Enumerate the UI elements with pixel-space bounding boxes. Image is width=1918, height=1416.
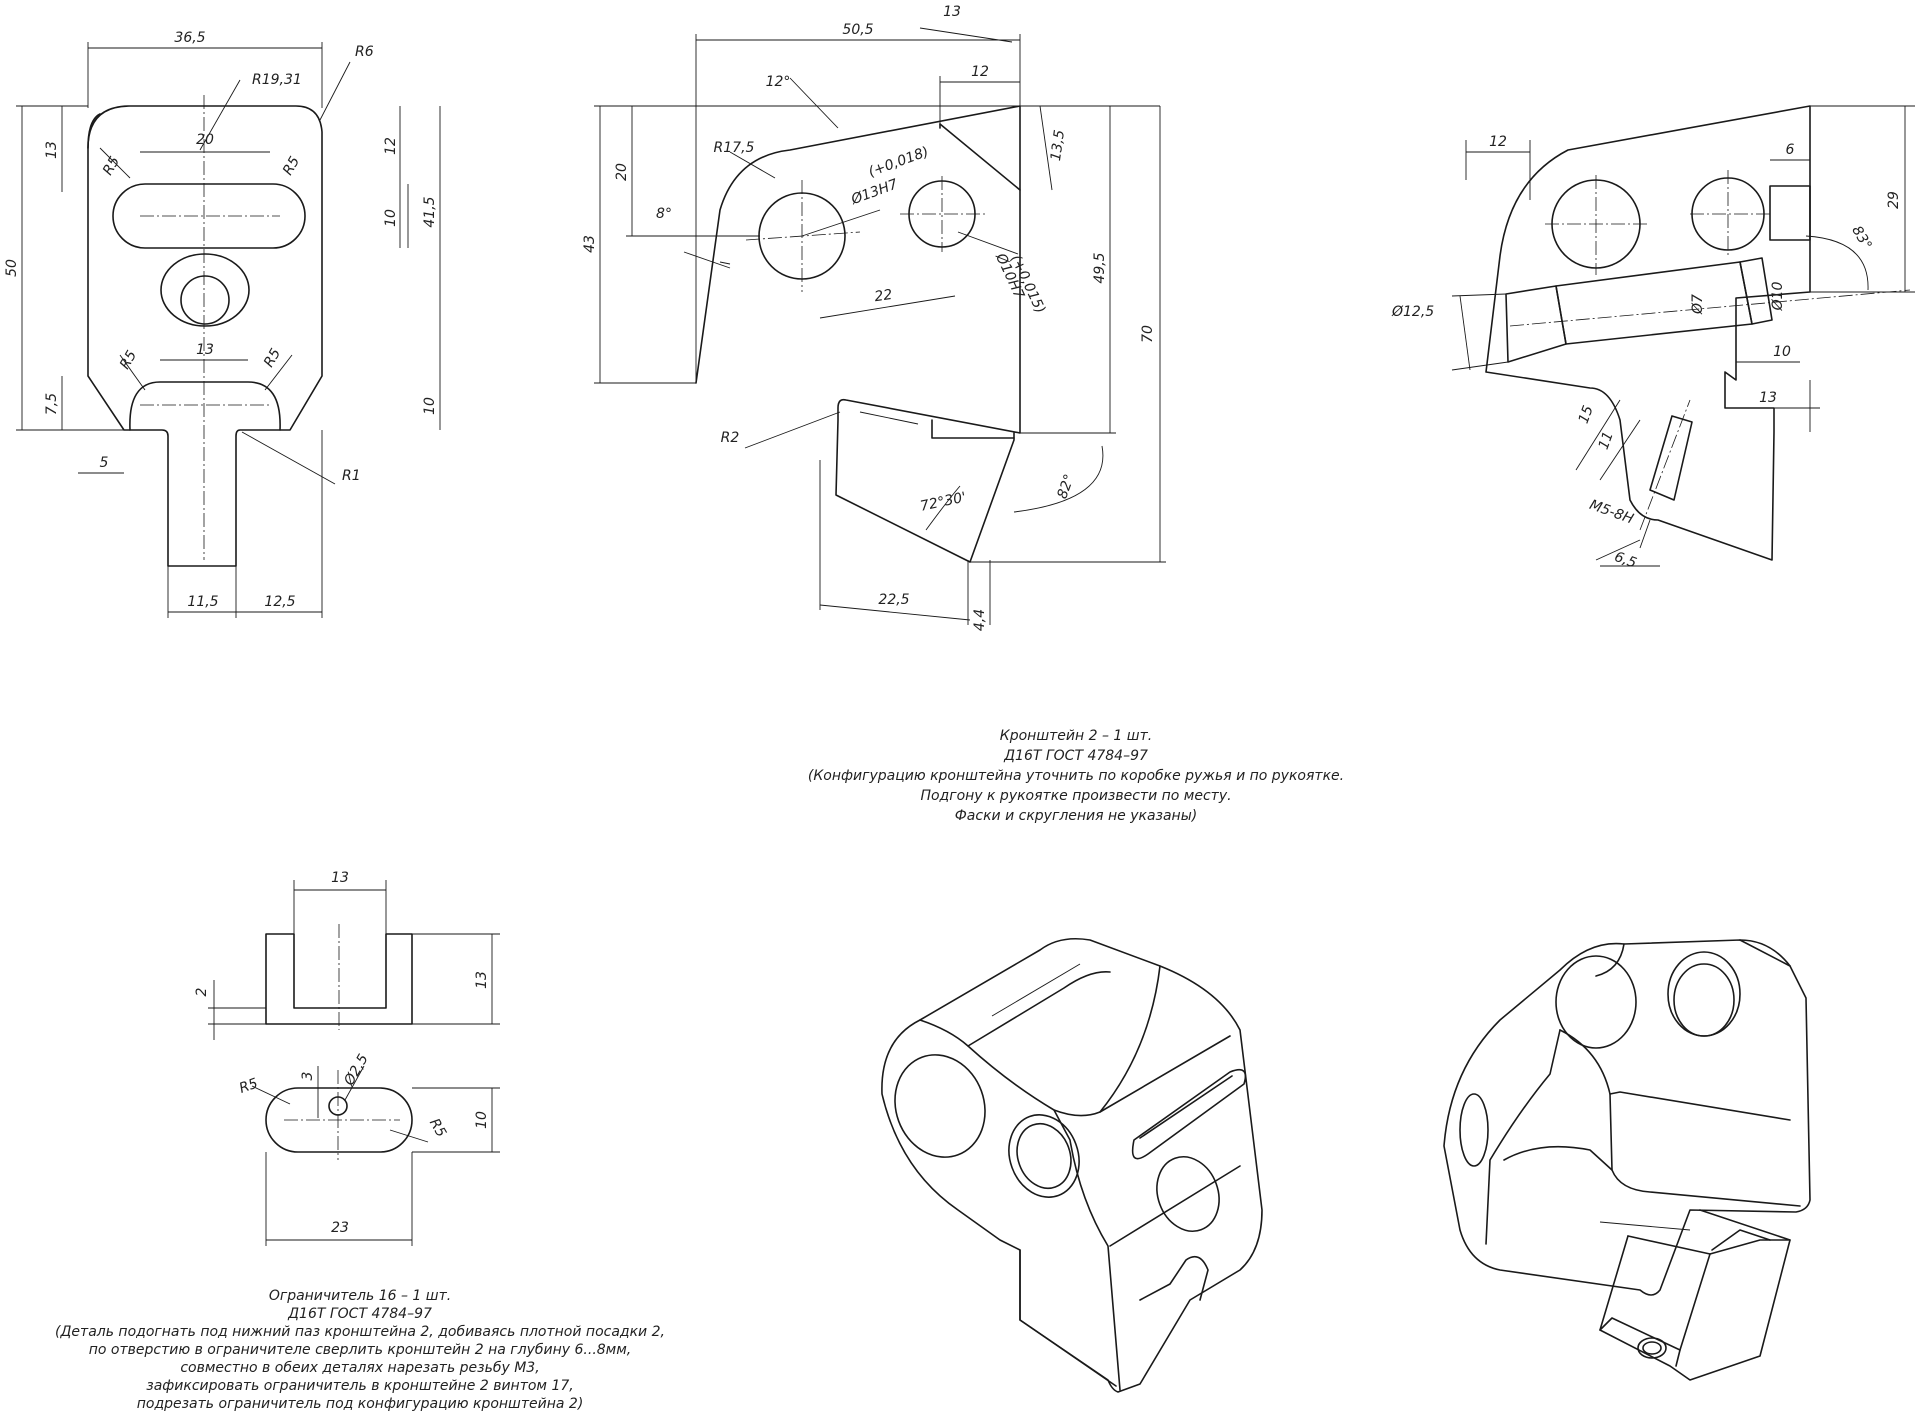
dim: 36,5 [174, 30, 205, 46]
note-line: подрезать ограничитель под конфигурацию … [137, 1396, 584, 1412]
dim: 4,4 [972, 609, 988, 631]
dim: 11,5 [187, 594, 218, 610]
dim: 50 [4, 259, 20, 277]
dim: Ø10 [1770, 281, 1786, 311]
dim: R17,5 [714, 140, 755, 156]
dim: 13,5 [1048, 129, 1068, 162]
dim: R2 [721, 430, 740, 446]
note-line: (Конфигурацию кронштейна уточнить по кор… [808, 768, 1344, 784]
dim: R19,31 [252, 72, 302, 88]
dim: R5 [237, 1076, 260, 1097]
dim: 12 [1489, 134, 1507, 150]
view-front-bracket: 36,5 R6 R19,31 13 20 12 R5 R5 10 41,5 50… [4, 30, 441, 618]
dim: 6,5 [1612, 549, 1638, 572]
note-line: Ограничитель 16 – 1 шт. [269, 1288, 451, 1304]
dim: 29 [1886, 191, 1902, 209]
dim: 12 [383, 137, 399, 155]
note-line: Кронштейн 2 – 1 шт. [1000, 728, 1152, 744]
dim: 10 [474, 1111, 490, 1129]
dim: M5-8H [1587, 497, 1636, 528]
dim: 10 [422, 397, 438, 415]
dim: 5 [100, 455, 109, 471]
dim: 10 [1773, 344, 1791, 360]
dim: R6 [355, 44, 374, 60]
dim: 23 [331, 1220, 349, 1236]
view-limiter: 13 13 2 3 Ø2,5 R5 R5 10 23 [194, 870, 500, 1246]
dim: 6 [1786, 142, 1795, 158]
dim: R5 [117, 348, 140, 372]
dim: 15 [1576, 403, 1597, 425]
dim: 13 [474, 971, 490, 989]
dim: Ø7 [1690, 294, 1706, 315]
dim: Ø2,5 [341, 1052, 372, 1090]
isometric-view-front [881, 937, 1263, 1393]
dim: R5 [280, 154, 303, 178]
dim: 20 [196, 132, 214, 148]
dim: 72°30' [919, 489, 968, 514]
dim: 13 [331, 870, 349, 886]
dim: 12° [766, 74, 791, 90]
dim: 13 [1759, 390, 1777, 406]
dim: 22 [874, 287, 894, 305]
note-line: зафиксировать ограничитель в кронштейне … [146, 1378, 573, 1394]
dim: 43 [582, 235, 598, 253]
dim: 83° [1848, 223, 1874, 253]
dim: 12 [971, 64, 989, 80]
dim: 50,5 [842, 22, 873, 38]
dim: (+0,018) [866, 144, 930, 180]
dim: 12,5 [264, 594, 295, 610]
dim: R5 [261, 346, 284, 370]
note-line: совместно в обеих деталях нарезать резьб… [180, 1360, 539, 1376]
note-line: Д16Т ГОСТ 4784–97 [1003, 748, 1148, 764]
view-section-bracket: 12 6 29 83° Ø12,5 Ø7 Ø10 10 13 15 11 M5-… [1391, 105, 1915, 572]
isometric-view-rear [1443, 939, 1811, 1381]
dim: 82° [1054, 472, 1078, 501]
dim: Ø12,5 [1391, 304, 1434, 320]
dim: 8° [656, 206, 672, 222]
note-line: Фаски и скругления не указаны) [955, 808, 1197, 824]
note-line: Д16Т ГОСТ 4784–97 [287, 1306, 432, 1322]
note-limiter: Ограничитель 16 – 1 шт. Д16Т ГОСТ 4784–9… [55, 1288, 665, 1412]
view-side-bracket: 50,5 13 12 12° R17,5 20 13,5 8° Ø13H7 (+… [582, 4, 1166, 631]
dim: 13 [44, 141, 60, 159]
dim: 22,5 [878, 592, 909, 608]
dim: 7,5 [44, 393, 60, 415]
dim: 13 [196, 342, 214, 358]
note-bracket: Кронштейн 2 – 1 шт. Д16Т ГОСТ 4784–97 (К… [808, 728, 1344, 824]
dim: 20 [614, 163, 630, 181]
dim: 11 [1596, 430, 1617, 452]
note-line: по отверстию в ограничителе сверлить кро… [89, 1342, 632, 1358]
dim: R5 [100, 154, 123, 178]
note-line: Подгону к рукоятке произвести по месту. [920, 788, 1231, 804]
dim: 70 [1140, 325, 1156, 343]
dim: 2 [194, 987, 210, 996]
dim: R1 [342, 468, 361, 484]
dim: 3 [300, 1072, 316, 1081]
dim: 49,5 [1092, 252, 1108, 283]
dim: 10 [383, 209, 399, 227]
note-line: (Деталь подогнать под нижний паз кронште… [55, 1324, 665, 1340]
dim: R5 [426, 1116, 449, 1140]
dim: 13 [943, 4, 961, 20]
dim: 41,5 [422, 196, 438, 227]
dim: Ø13H7 [848, 176, 900, 208]
